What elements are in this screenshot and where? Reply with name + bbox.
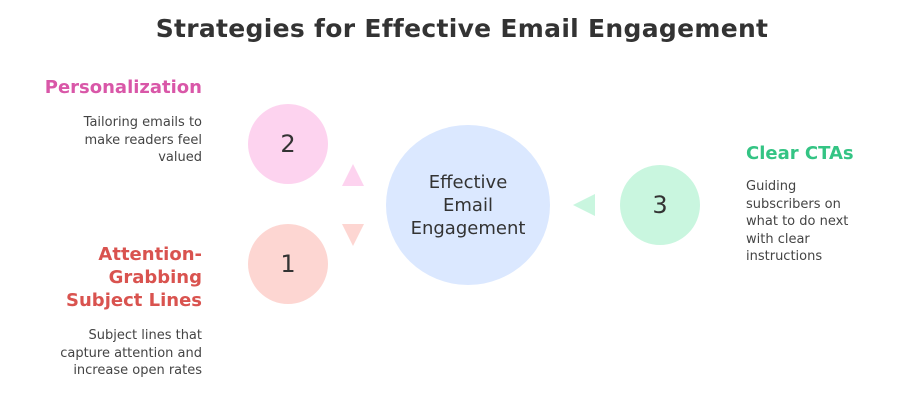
arrow-triangle-personalization xyxy=(342,164,364,186)
step-circle-3: 3 xyxy=(620,165,700,245)
description-subject-lines: Subject lines that capture attention and… xyxy=(60,328,202,378)
heading-clear-ctas: Clear CTAs xyxy=(746,143,854,164)
description-personalization: Tailoring emails to make readers feel va… xyxy=(83,115,202,165)
step-number-1: 1 xyxy=(280,250,296,278)
arrow-triangle-clear-ctas xyxy=(573,194,595,216)
heading-subject-lines: Attention-Grabbing Subject Lines xyxy=(66,244,202,311)
step-number-2: 2 xyxy=(280,130,296,158)
center-label: Effective Email Engagement xyxy=(410,171,526,239)
step-circle-1: 1 xyxy=(248,224,328,304)
heading-personalization: Personalization xyxy=(44,77,202,98)
center-circle: Effective Email Engagement xyxy=(386,125,550,285)
arrow-triangle-subject-lines xyxy=(342,224,364,246)
step-number-3: 3 xyxy=(652,191,668,219)
step-circle-2: 2 xyxy=(248,104,328,184)
description-clear-ctas: Guiding subscribers on what to do next w… xyxy=(746,179,849,264)
diagram-title: Strategies for Effective Email Engagemen… xyxy=(155,14,769,43)
